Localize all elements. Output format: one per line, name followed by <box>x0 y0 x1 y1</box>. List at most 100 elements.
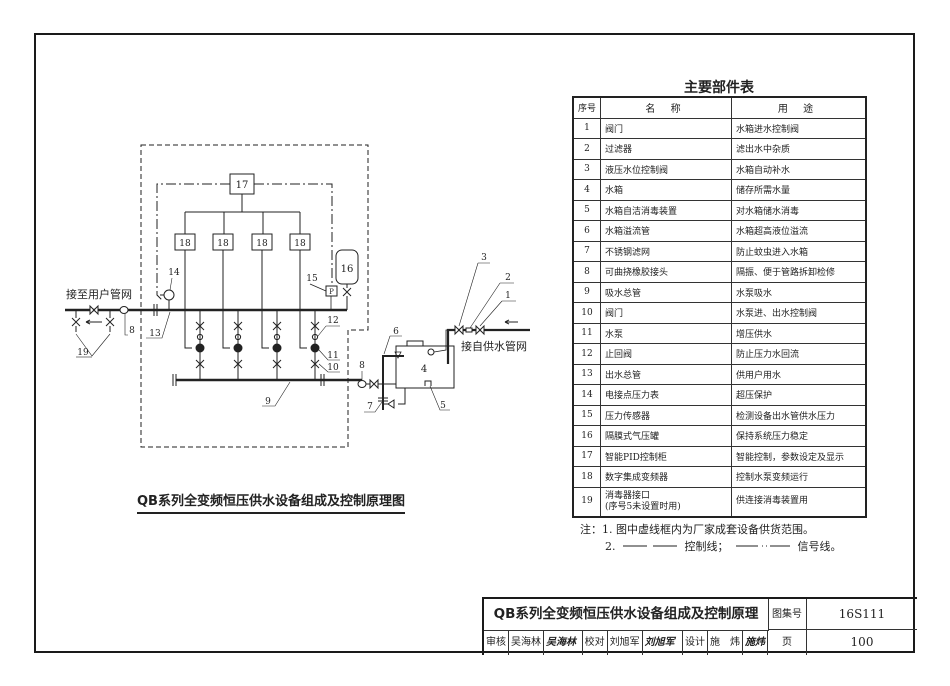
row-name: 止回阀 <box>600 343 733 365</box>
row-name: 隔膜式气压罐 <box>600 425 733 447</box>
row-use: 防止蚊虫进入水箱 <box>731 240 867 262</box>
atlas-number: 16S111 <box>807 599 917 630</box>
page-number: 100 <box>850 635 874 649</box>
review-label: 审核 <box>484 630 509 655</box>
flange <box>153 304 158 316</box>
row-use: 检测设备出水管供水压力 <box>731 404 867 426</box>
row-use: 水箱进水控制阀 <box>731 117 867 139</box>
check-label: 校对 <box>583 630 608 655</box>
row-name: 吸水总管 <box>600 281 733 303</box>
signal-line-text: 信号线。 <box>797 540 842 553</box>
signal-line-legend <box>736 545 790 547</box>
row-use: 增压供水 <box>731 322 867 344</box>
row-name: 消毒器接口(序号5未设置时用) <box>600 486 733 517</box>
label-12: 12 <box>327 316 338 326</box>
disinfect-port-1 <box>71 310 81 332</box>
row-name: 水箱 <box>600 179 733 201</box>
row-name: 阀门 <box>600 302 733 324</box>
row-number: 13 <box>572 363 602 385</box>
outlet-valve <box>89 304 99 316</box>
label-8a: 8 <box>129 326 135 336</box>
row-name: 水箱自洁消毒装置 <box>600 199 733 221</box>
row-number: 4 <box>572 179 602 201</box>
self-clean-device <box>424 380 432 386</box>
label-14: 14 <box>168 268 180 278</box>
label-18a: 18 <box>179 239 191 249</box>
designer-signature: 施炜 <box>745 637 765 648</box>
label-1: 1 <box>505 291 511 301</box>
note-1: 注：1. 图中虚线框内为厂家成套设备供货范围。 <box>580 523 814 536</box>
label-17: 17 <box>236 180 249 191</box>
pump-branch-2 <box>233 310 243 380</box>
row-use: 滤出水中杂质 <box>731 138 867 160</box>
row-use: 水箱超高液位溢流 <box>731 220 867 242</box>
label-6: 6 <box>393 327 399 337</box>
row-name: 阀门 <box>600 117 733 139</box>
flex-joint-outlet <box>119 306 129 314</box>
pump-branch-4 <box>310 310 320 380</box>
row-name: 电接点压力表 <box>600 384 733 406</box>
header-seq: 序号 <box>572 96 602 119</box>
row-name: 压力传感器 <box>600 404 733 426</box>
row-use: 供连接消毒装置用 <box>731 486 867 517</box>
row-use: 隔振、便于管路拆卸检修 <box>731 261 867 283</box>
parts-table-title: 主要部件表 <box>684 80 754 96</box>
note-2-number: 2. <box>605 540 616 553</box>
row-number: 18 <box>572 466 602 488</box>
supply-scope-boundary <box>140 144 369 448</box>
flow-arrow-in <box>504 319 518 325</box>
pump-branches <box>195 310 320 380</box>
control-bus <box>184 194 301 234</box>
header-name: 名 称 <box>600 96 733 119</box>
tank-manhole <box>406 340 424 347</box>
flex-joint-suction <box>357 380 367 388</box>
row-number: 3 <box>572 158 602 180</box>
pump-branch-1 <box>195 310 205 380</box>
pressure-gauge <box>163 289 175 301</box>
signal-line-right <box>254 183 333 286</box>
row-number: 5 <box>572 199 602 221</box>
signature-row: 审核 吴海林 吴海林 校对 刘旭军 刘旭军 设计 施 炜 施炜 <box>484 630 768 655</box>
row-name: 不锈钢滤网 <box>600 240 733 262</box>
label-5: 5 <box>440 401 446 411</box>
row-use: 防止压力水回流 <box>731 343 867 365</box>
row-use: 对水箱储水消毒 <box>731 199 867 221</box>
row-number: 10 <box>572 302 602 324</box>
row-number: 6 <box>572 220 602 242</box>
drain-pipe <box>383 388 406 409</box>
label-p: P <box>329 288 334 296</box>
control-line-legend <box>623 545 677 547</box>
float-ball <box>427 348 435 356</box>
water-tank <box>395 345 455 389</box>
atlas-label: 图集号 <box>768 599 807 630</box>
label-16: 16 <box>341 264 354 275</box>
flow-arrow-out <box>85 319 102 325</box>
to-user-label: 接至用户管网 <box>66 287 132 301</box>
note-2: 2. 控制线； 信号线。 <box>580 538 842 555</box>
inverter-power-lines <box>184 250 307 349</box>
row-name-line2: (序号5未设置时用) <box>605 501 681 512</box>
row-number: 11 <box>572 322 602 344</box>
valve-1 <box>475 324 485 336</box>
parts-table-header: 序号 名 称 用 途 <box>572 96 867 119</box>
row-number: 15 <box>572 404 602 426</box>
header-use: 用 途 <box>731 96 867 119</box>
label-3: 3 <box>481 253 487 263</box>
label-8b: 8 <box>359 361 365 371</box>
row-number: 2 <box>572 138 602 160</box>
row-use: 水泵吸水 <box>731 281 867 303</box>
label-2: 2 <box>505 273 511 283</box>
